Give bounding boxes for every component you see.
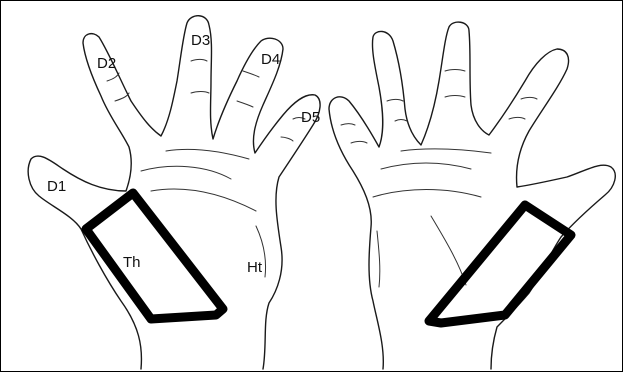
label-thenar: Th [123, 254, 141, 271]
label-d2: D2 [97, 55, 116, 72]
label-d1: D1 [47, 178, 66, 195]
label-d3: D3 [191, 32, 210, 49]
label-d4: D4 [261, 51, 280, 68]
label-hypothenar: Ht [247, 259, 263, 276]
left-hand [28, 16, 320, 369]
label-d5: D5 [301, 109, 320, 126]
right-hand [329, 22, 615, 369]
right-thenar-region [429, 205, 571, 323]
left-thenar-region [86, 193, 223, 319]
